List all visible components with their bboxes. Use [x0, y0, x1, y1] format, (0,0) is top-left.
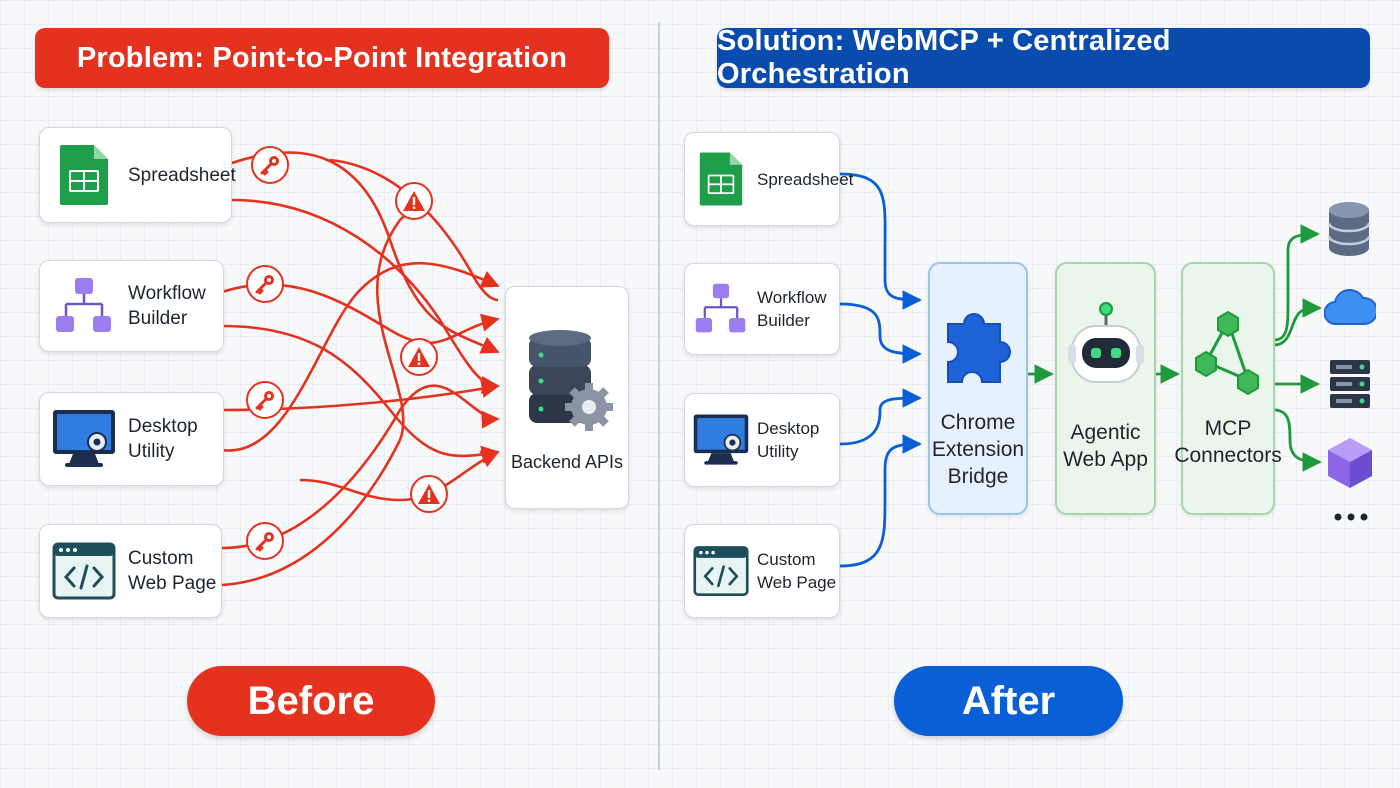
network-icon — [1192, 310, 1264, 401]
source-card-spreadsheet-after: Spreadsheet — [684, 132, 853, 226]
workflow-icon — [685, 282, 757, 336]
problem-banner-text: Problem: Point-to-Point Integration — [76, 41, 568, 74]
solution-banner: Solution: WebMCP + Centralized Orchestra… — [717, 25, 1370, 90]
backend-apis-card: Backend APIs — [505, 286, 629, 509]
mcp-connectors: MCP Connectors — [1174, 262, 1282, 515]
key-icon — [251, 146, 289, 184]
desktop-utility-icon — [685, 412, 757, 468]
source-label-workflow-after: Workflow Builder — [757, 288, 827, 330]
stage-label-bridge: Chrome Extension Bridge — [931, 411, 1025, 488]
chrome-extension-bridge: Chrome Extension Bridge — [928, 262, 1028, 515]
wire-connectors-cloud — [1273, 298, 1322, 347]
source-card-desktop-after: Desktop Utility — [684, 393, 840, 487]
spreadsheet-icon — [685, 150, 757, 208]
source-card-custom-page-after: Custom Web Page — [684, 524, 840, 618]
server-rack-icon — [1328, 358, 1372, 415]
stage-label-agentic: Agentic Web App — [1063, 421, 1148, 471]
source-label-spreadsheet: Spreadsheet — [128, 164, 236, 186]
source-card-custom-page: Custom Web Page — [39, 524, 222, 618]
cube-icon — [1326, 436, 1374, 495]
cloud-icon — [1323, 284, 1378, 333]
wire-spreadsheet-1 — [231, 151, 500, 354]
bridge-input-lines — [839, 172, 922, 568]
stage-label-mcp: MCP Connectors — [1174, 417, 1282, 467]
after-pill-text: After — [961, 678, 1056, 723]
solution-banner-text: Solution: WebMCP + Centralized Orchestra… — [717, 25, 1171, 90]
wire-spreadsheet-2 — [231, 198, 500, 395]
wire-desktop-bridge — [839, 388, 922, 446]
code-page-icon — [40, 542, 128, 600]
source-label-spreadsheet-after: Spreadsheet — [757, 169, 854, 189]
wire-connectors-cube — [1273, 408, 1322, 472]
warning-icon — [395, 182, 433, 220]
key-icon — [246, 522, 284, 560]
source-card-workflow: Workflow Builder — [39, 260, 224, 352]
database-icon — [1326, 200, 1372, 263]
agentic-web-app: Agentic Web App — [1055, 262, 1156, 515]
after-pill: After — [894, 666, 1123, 736]
wire-cross-2 — [329, 158, 499, 302]
source-label-custom-page: Custom Web Page — [128, 548, 217, 594]
server-gear-icon — [517, 321, 617, 446]
key-icon — [246, 265, 284, 303]
robot-icon — [1064, 300, 1148, 397]
warning-icon — [410, 475, 448, 513]
source-card-workflow-after: Workflow Builder — [684, 263, 840, 355]
backend-apis-label: Backend APIs — [510, 451, 624, 472]
wire-connectors-database — [1273, 224, 1320, 342]
puzzle-icon — [940, 304, 1016, 395]
wire-workflow-bridge — [839, 302, 922, 364]
problem-banner: Problem: Point-to-Point Integration — [35, 28, 609, 88]
key-icon — [246, 381, 284, 419]
source-card-spreadsheet: Spreadsheet — [39, 127, 236, 223]
wire-spreadsheet-bridge — [839, 172, 922, 310]
source-card-desktop: Desktop Utility — [39, 392, 224, 486]
source-label-custom-page-after: Custom Web Page — [757, 550, 837, 592]
desktop-utility-icon — [40, 408, 128, 470]
source-label-desktop-after: Desktop Utility — [757, 419, 820, 461]
orchestration-lines — [1028, 224, 1322, 472]
wire-custom-1 — [221, 384, 500, 550]
more-icon — [1333, 510, 1369, 529]
section-divider — [658, 22, 660, 770]
wire-cross-1 — [299, 450, 500, 502]
source-label-desktop: Desktop Utility — [128, 416, 198, 462]
spreadsheet-icon — [40, 143, 128, 207]
wire-desktop-2 — [221, 261, 500, 452]
code-page-icon — [685, 545, 757, 597]
warning-icon — [400, 338, 438, 376]
source-label-workflow: Workflow Builder — [128, 283, 206, 329]
point-to-point-lines — [221, 151, 500, 587]
wire-custom-bridge — [839, 434, 922, 568]
workflow-icon — [40, 276, 128, 336]
before-pill: Before — [187, 666, 435, 736]
before-pill-text: Before — [247, 678, 375, 723]
wire-workflow-2 — [221, 324, 500, 464]
